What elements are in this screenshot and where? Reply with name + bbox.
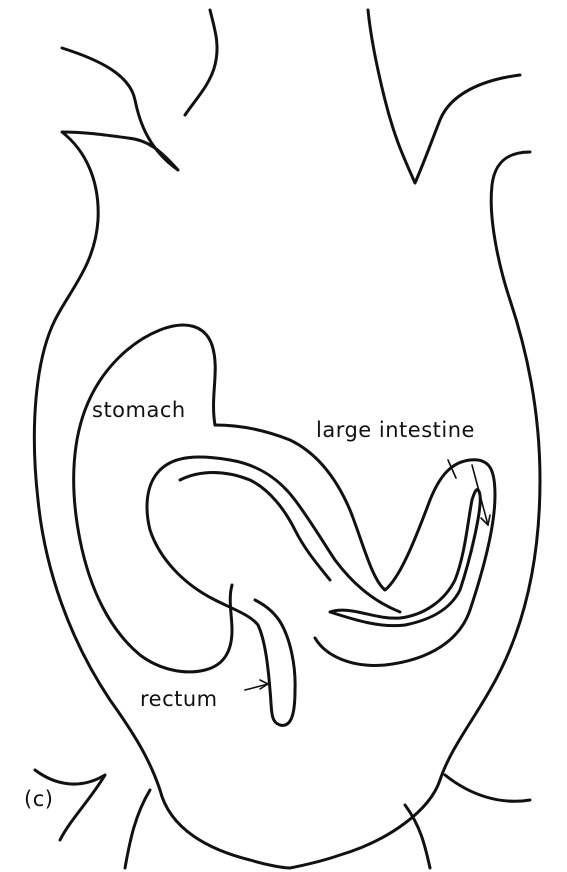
- panel-label: (c): [24, 789, 53, 810]
- rectum-outline: [255, 600, 295, 725]
- rectum-inner: [180, 473, 330, 581]
- intestine-outer: [215, 425, 495, 665]
- body-outline-top-left: [185, 10, 217, 115]
- leg-left-lower: [125, 790, 150, 868]
- rectum-label: rectum: [140, 689, 218, 710]
- large-intestine-label: large intestine: [316, 420, 475, 441]
- stomach-label: stomach: [92, 400, 186, 421]
- leg-right: [445, 775, 530, 801]
- stomach-outline: [74, 325, 232, 672]
- body-outline-left: [34, 48, 290, 868]
- intestine-inner-curl-2: [147, 470, 258, 625]
